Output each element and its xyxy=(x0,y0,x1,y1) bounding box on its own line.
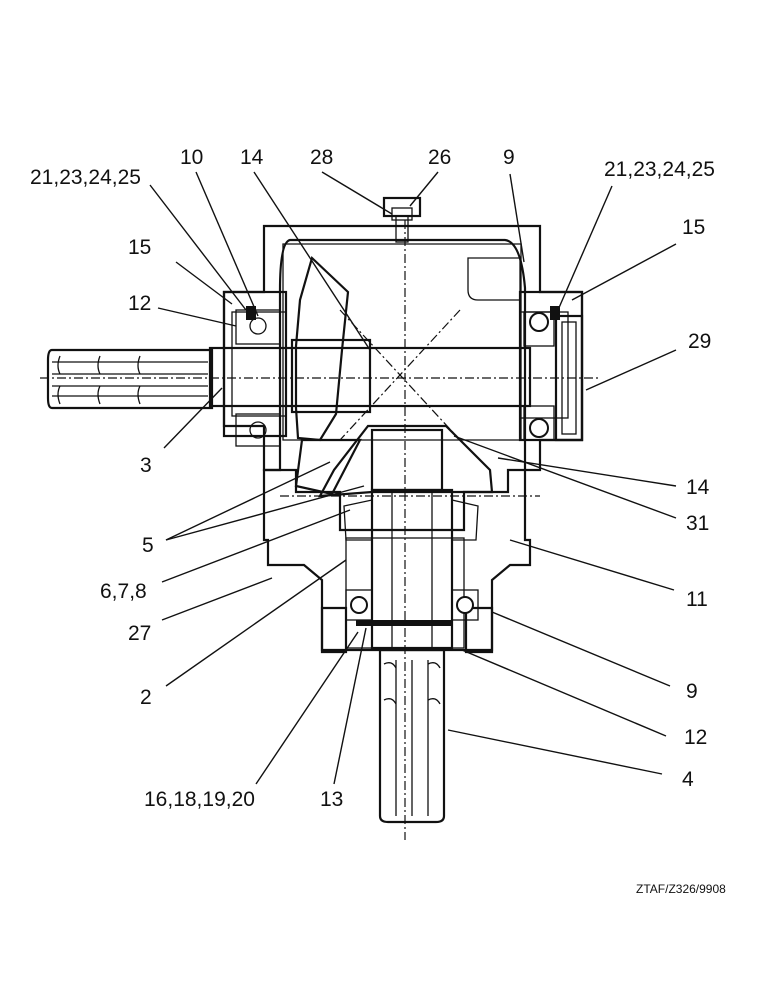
label-21-23-24-25-left: 21,23,24,25 xyxy=(30,166,141,189)
breather-nut xyxy=(391,207,413,221)
input-pinion-teeth xyxy=(290,338,372,414)
label-12-left: 12 xyxy=(128,292,151,315)
label-15-left: 15 xyxy=(128,236,151,259)
label-9-top: 9 xyxy=(503,146,515,169)
left-seal xyxy=(246,306,256,320)
label-26: 26 xyxy=(428,146,451,169)
label-9-right: 9 xyxy=(686,680,698,703)
label-21-23-24-25-right: 21,23,24,25 xyxy=(604,158,715,181)
crown-bevel-gear xyxy=(294,255,362,496)
label-28: 28 xyxy=(310,146,333,169)
label-11: 11 xyxy=(686,588,708,611)
label-15-right: 15 xyxy=(682,216,705,239)
housing-cavity xyxy=(282,243,522,441)
label-14-top: 14 xyxy=(240,146,264,169)
output-pinion-gear xyxy=(318,424,494,498)
upper-taper-bearing-left xyxy=(343,499,373,541)
label-16-18-19-20: 16,18,19,20 xyxy=(144,788,255,811)
lower-cover-flange xyxy=(320,606,494,654)
label-31: 31 xyxy=(686,512,709,535)
breather-plug xyxy=(382,196,422,243)
leader-lines xyxy=(149,171,677,785)
label-10: 10 xyxy=(180,146,203,169)
left-bearing-bore xyxy=(231,311,287,417)
label-13: 13 xyxy=(320,788,343,811)
upper-taper-bearing-right xyxy=(451,499,479,541)
lower-snap-ring xyxy=(356,620,452,626)
output-pinion-teeth xyxy=(370,428,444,492)
left-roller-bearing xyxy=(235,309,281,345)
label-5: 5 xyxy=(142,534,154,557)
output-shaft-assembly xyxy=(318,424,494,824)
gearbox-housing xyxy=(222,224,584,654)
right-seal xyxy=(550,306,560,320)
output-shaft-body xyxy=(370,488,454,650)
breather-stem xyxy=(395,215,409,243)
label-29: 29 xyxy=(688,330,711,353)
drawing-reference-code: ZTAF/Z326/9908 xyxy=(636,882,726,896)
label-27: 27 xyxy=(128,622,151,645)
housing-window xyxy=(467,257,521,301)
part-labels: 21,23,24,25 10 14 28 26 9 21,23,24,25 15… xyxy=(30,146,715,811)
right-ball-bearing-lower xyxy=(523,405,555,441)
housing-lower-body xyxy=(262,468,532,652)
left-roller-bearing-lower xyxy=(235,413,281,447)
label-14-right: 14 xyxy=(686,476,710,499)
label-2: 2 xyxy=(140,686,152,709)
label-12-right: 12 xyxy=(684,726,707,749)
input-shaft-assembly xyxy=(46,306,584,447)
output-spline-stub xyxy=(378,648,446,824)
label-3: 3 xyxy=(140,454,152,477)
center-lines xyxy=(40,220,600,840)
label-6-7-8: 6,7,8 xyxy=(100,580,147,603)
lower-bearing-right xyxy=(451,589,479,621)
input-spline-stub xyxy=(46,348,214,410)
label-4: 4 xyxy=(682,768,694,791)
